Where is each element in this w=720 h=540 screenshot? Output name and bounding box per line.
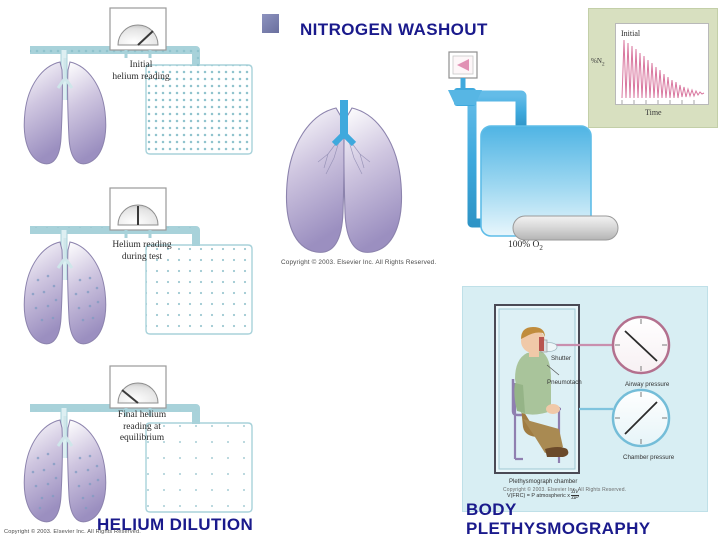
nitrogen-washout-chart: %N2 Initial Time: [588, 8, 718, 128]
frc-formula-denominator: ΔP: [571, 495, 579, 501]
helium-panel-3-label-line1: Final helium: [117, 410, 167, 420]
helium-panel-1-label-line2: helium reading: [112, 71, 170, 82]
seated-subject: [511, 327, 569, 463]
bronchial-tree: [317, 137, 371, 175]
title-body-line1: BODY: [466, 500, 517, 519]
helium-panel-3-label-line3: equilibrium: [119, 433, 165, 443]
oxygen-label-text: 100% O: [508, 240, 540, 250]
body-plethysmography-diagram: Shutter Pneumotach Airway pressure Chamb…: [462, 286, 708, 512]
chamber-pressure-gauge: [611, 388, 671, 448]
helium-panel-3: Final helium reading at equilibrium: [0, 358, 270, 538]
helium-panel-3-graphic: [23, 365, 253, 523]
nitrogen-washout-graphic: [285, 51, 619, 253]
helium-panel-3-label-line2: reading at: [123, 421, 161, 432]
chart-y-axis-label: %N2: [591, 57, 605, 67]
airway-pressure-gauge: [611, 315, 671, 375]
chart-initial-annotation: Initial: [621, 29, 641, 38]
plethysmograph-chamber-label: Plethysmograph chamber: [509, 479, 578, 485]
helium-panel-2: Helium reading during test: [0, 180, 270, 360]
chart-plot-area: [615, 23, 709, 105]
frc-formula-left: V(FRC) = P atmospheric x: [507, 493, 570, 499]
chart-y-axis-label-text: %N: [591, 57, 602, 65]
nitrogen-decay-waveform: [621, 39, 705, 99]
pneumotach-label: Pneumotach: [547, 379, 582, 386]
airway-pressure-label: Airway pressure: [625, 381, 670, 388]
title-bullet-square: [262, 14, 279, 33]
frc-formula-fraction: ΔV ΔP: [571, 489, 579, 501]
helium-panel-2-graphic: [23, 187, 253, 345]
helium-panel-3-label: Final helium reading at equilibrium: [96, 410, 188, 445]
helium-panel-1-label: Initial helium reading: [96, 60, 186, 83]
copyright-body: Copyright © 2003. Elsevier Inc. All Righ…: [503, 487, 627, 493]
copyright-helium: Copyright © 2003. Elsevier Inc. All Righ…: [4, 529, 141, 535]
chart-trace: [621, 39, 705, 104]
chart-y-axis-label-subscript: 2: [601, 61, 605, 68]
copyright-nitrogen: Copyright © 2003. Elsevier Inc. All Righ…: [281, 259, 437, 266]
helium-panel-1-graphic: [23, 7, 253, 165]
frc-formula: V(FRC) = P atmospheric x ΔV ΔP: [507, 489, 579, 501]
helium-panel-2-label-line1: Helium reading: [112, 240, 172, 250]
chamber-pressure-label: Chamber pressure: [623, 454, 675, 461]
helium-panel-2-label-line2: during test: [121, 251, 163, 262]
chart-x-ticks: [621, 100, 695, 104]
title-body-plethysmography: BODY PLETHYSMOGRAPHY: [466, 500, 651, 538]
title-body-line2: PLETHYSMOGRAPHY: [466, 519, 651, 538]
frc-formula-numerator: ΔV: [571, 489, 579, 496]
helium-lung-dots: [31, 452, 100, 510]
helium-lung-dots: [31, 274, 100, 322]
title-helium-dilution: HELIUM DILUTION: [97, 515, 254, 534]
shutter-label: Shutter: [551, 355, 571, 362]
oxygen-source-label: 100% O2: [508, 240, 543, 252]
helium-panel-1-label-line1: Initial: [129, 60, 153, 70]
helium-panel-2-label: Helium reading during test: [92, 240, 192, 263]
oxygen-label-subscript: 2: [539, 243, 543, 252]
helium-panel-1: Initial helium reading: [0, 0, 270, 180]
title-nitrogen-washout: NITROGEN WASHOUT: [300, 20, 488, 39]
nitrogen-washout-diagram: [276, 8, 626, 258]
chart-x-axis-label: Time: [645, 108, 662, 117]
body-plethysmography-graphic: [494, 304, 671, 474]
